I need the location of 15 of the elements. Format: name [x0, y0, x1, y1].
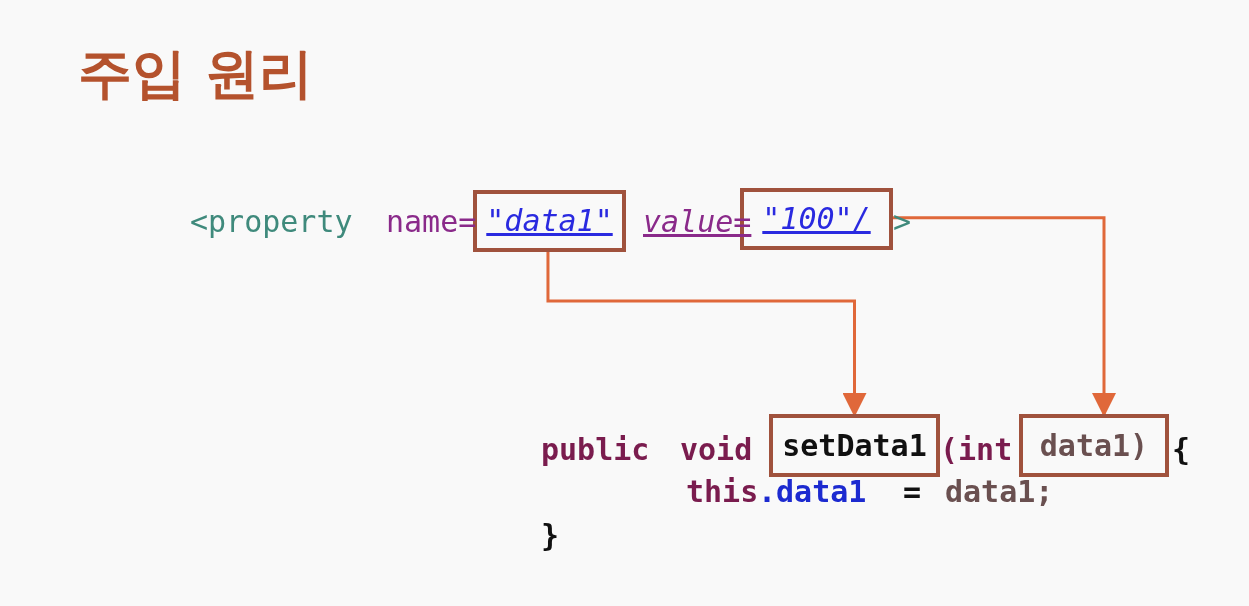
- highlight-box: data1): [1019, 414, 1169, 477]
- code-token: =: [903, 474, 922, 510]
- code-keyword: void: [680, 432, 753, 468]
- code-token: <property: [190, 204, 353, 240]
- title: 주입 원리: [78, 41, 313, 107]
- code-keyword: this: [686, 474, 759, 510]
- code-token: }: [541, 518, 560, 554]
- arrow: [893, 216, 1116, 417]
- code-token: .data1: [758, 474, 867, 510]
- code-token: (int: [940, 432, 1013, 468]
- code-keyword: public: [541, 432, 650, 468]
- highlight-box: setData1: [769, 414, 940, 477]
- code-token: {: [1172, 432, 1191, 468]
- arrow: [546, 252, 867, 417]
- code-token: data1;: [945, 474, 1054, 510]
